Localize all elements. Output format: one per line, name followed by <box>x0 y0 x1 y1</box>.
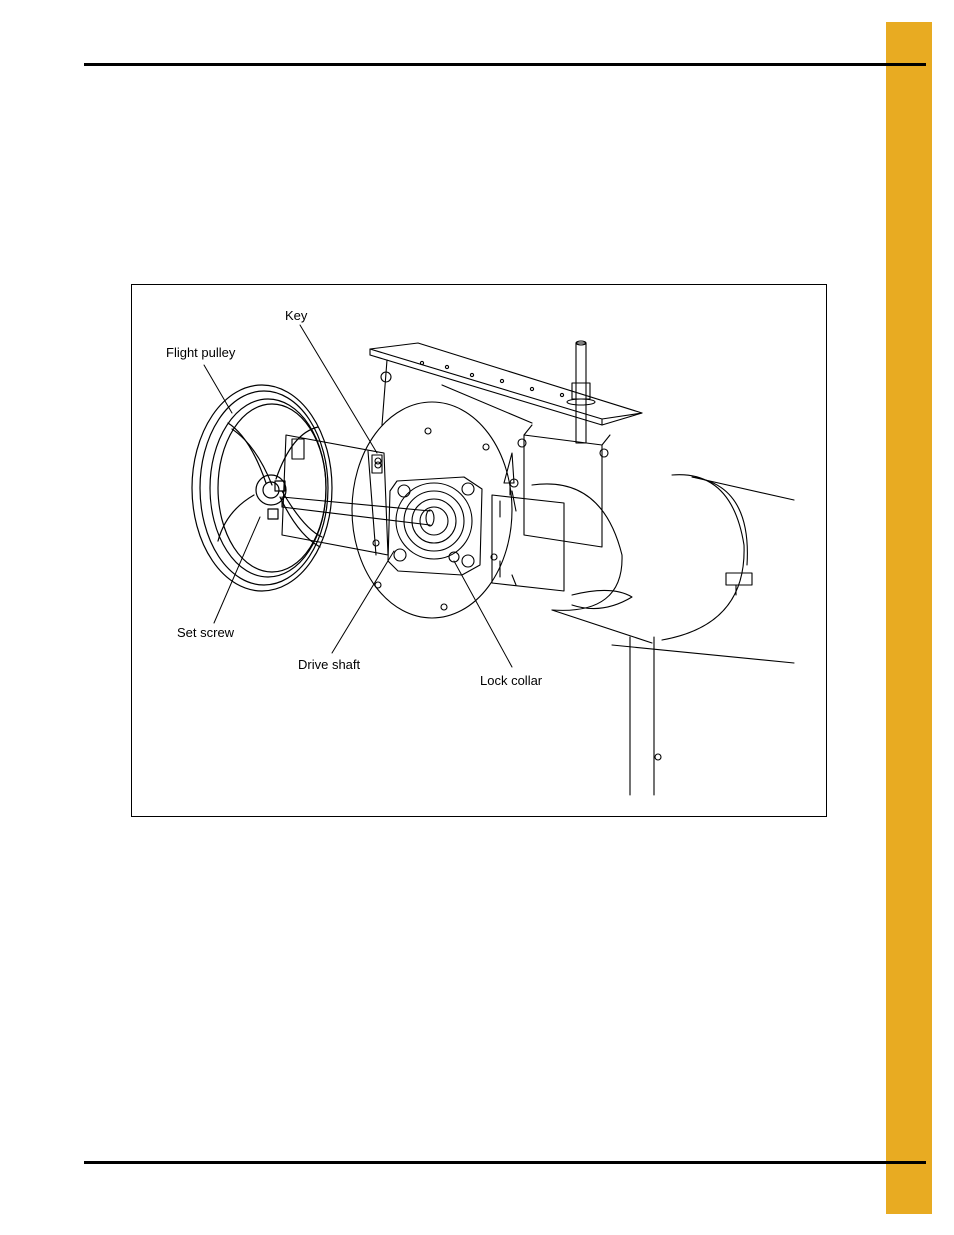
brackets <box>492 425 610 591</box>
leader-lines <box>204 325 512 667</box>
figure-frame: Key Flight pulley Set screw Drive shaft … <box>131 284 827 817</box>
callout-drive-shaft: Drive shaft <box>298 657 360 672</box>
support-leg <box>630 637 661 795</box>
callout-flight-pulley: Flight pulley <box>166 345 235 360</box>
motor-mount-plate <box>370 343 642 425</box>
callout-lock-collar: Lock collar <box>480 673 542 688</box>
footer-rule <box>84 1161 926 1164</box>
adjusting-rod <box>567 341 595 443</box>
flight-pulley-shape <box>192 385 332 591</box>
callout-set-screw: Set screw <box>177 625 234 640</box>
auger-drive-illustration <box>132 285 828 818</box>
header-rule <box>84 63 926 66</box>
side-tab <box>886 22 932 1214</box>
pulley-bracket <box>282 435 388 555</box>
auger-tube <box>532 475 794 663</box>
housing-end-plate <box>352 402 512 618</box>
bearing-flange <box>388 477 482 575</box>
callout-key: Key <box>285 308 307 323</box>
